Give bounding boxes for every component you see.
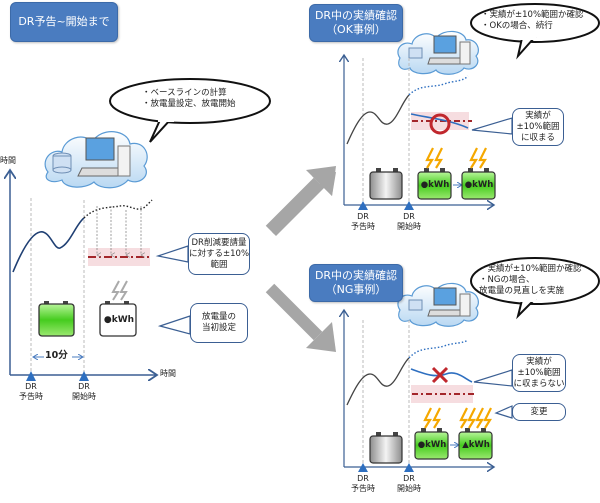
transition-arrow-up (265, 166, 336, 236)
marker-start-label: DR 開始時 (397, 212, 421, 231)
battery-discharging-icon (461, 147, 496, 200)
notice-marker (26, 371, 36, 381)
notice-marker (358, 463, 368, 472)
callout-range: DR削減要請量 に対する±10% 範囲 (188, 233, 250, 275)
battery-empty-icon (369, 432, 403, 464)
speech-bubble (470, 3, 600, 60)
circle-ok-icon (429, 113, 451, 135)
speech-text: ・実績が±10%範囲か確認 ・NGの場合、 放電量の見直しを実施 (479, 264, 582, 296)
battery-discharging-icon (414, 407, 449, 460)
start-marker (404, 463, 414, 472)
actual-curve (346, 94, 410, 145)
speech-bubble (470, 257, 600, 320)
battery-discharging-icon (417, 147, 452, 200)
result-curve (410, 368, 473, 383)
callout-pointer (157, 315, 191, 335)
callout-pointer (494, 405, 513, 419)
bolt-icon (425, 147, 443, 169)
bolt-icon (111, 280, 128, 301)
callout-pointer (155, 245, 189, 263)
callout-discharge: 放電量の 当初設定 (190, 303, 248, 343)
callout-pointer (473, 369, 513, 387)
battery-label: ●kWh (464, 180, 494, 190)
battery-empty-icon (369, 168, 403, 200)
forecast-curve (83, 199, 153, 219)
speech-bubble (109, 78, 271, 143)
panel-title-ng: DR中の実績確認 （NG事例） (309, 264, 403, 302)
speech-text: ・実績が±10%範囲か確認 ・OKの場合、続行 (481, 10, 584, 31)
baseline-curve (408, 75, 469, 96)
x-axis-label: 時間 (160, 369, 176, 378)
battery-increased-icon (458, 407, 493, 460)
battery-label: ●kWh (420, 180, 450, 190)
panel-title-pre: DR予告~開始まで (10, 2, 118, 42)
battery-label: ●kWh (103, 315, 135, 325)
range-band (88, 248, 150, 266)
cloud-server-icon (397, 282, 479, 327)
battery-charged-icon (38, 301, 75, 337)
start-marker (404, 201, 414, 210)
y-axis-label: 時間 (0, 156, 16, 165)
marker-notice-label: DR 予告時 (19, 382, 43, 401)
speech-text: ・ベースラインの計算 ・放電量設定、放電開始 (142, 88, 236, 109)
battery-label: ▲kWh (462, 440, 490, 450)
callout-result: 実績が ±10%範囲 に収まらない (512, 354, 566, 392)
bolt-icon (423, 407, 441, 429)
panel-title-ok: DR中の実績確認 （OK事例） (309, 4, 403, 42)
baseline-curve (408, 339, 469, 359)
marker-notice-label: DR 予告時 (351, 212, 375, 231)
transition-arrow-down (265, 283, 336, 352)
notice-marker (358, 201, 368, 210)
marker-start-label: DR 開始時 (72, 382, 96, 401)
battery-label: ●kWh (417, 440, 447, 450)
cloud-server-icon (44, 131, 148, 189)
interval-label: 10分 (45, 350, 68, 361)
callout-change: 変更 (512, 403, 566, 421)
marker-notice-label: DR 予告時 (351, 474, 375, 493)
actual-curve (346, 357, 410, 406)
callout-pointer (471, 117, 513, 135)
callout-result: 実績が ±10%範囲 に収まる (512, 108, 564, 146)
bolt-icon (469, 147, 487, 169)
result-curve (410, 113, 469, 129)
cloud-server-icon (397, 30, 479, 75)
reduction-arrows (97, 206, 141, 255)
start-marker (79, 371, 89, 381)
battery-discharge-icon (99, 280, 137, 337)
baseline-curve (12, 217, 85, 273)
cross-ng-icon (431, 366, 449, 384)
marker-start-label: DR 開始時 (397, 474, 421, 493)
bolt-icon (459, 407, 492, 429)
